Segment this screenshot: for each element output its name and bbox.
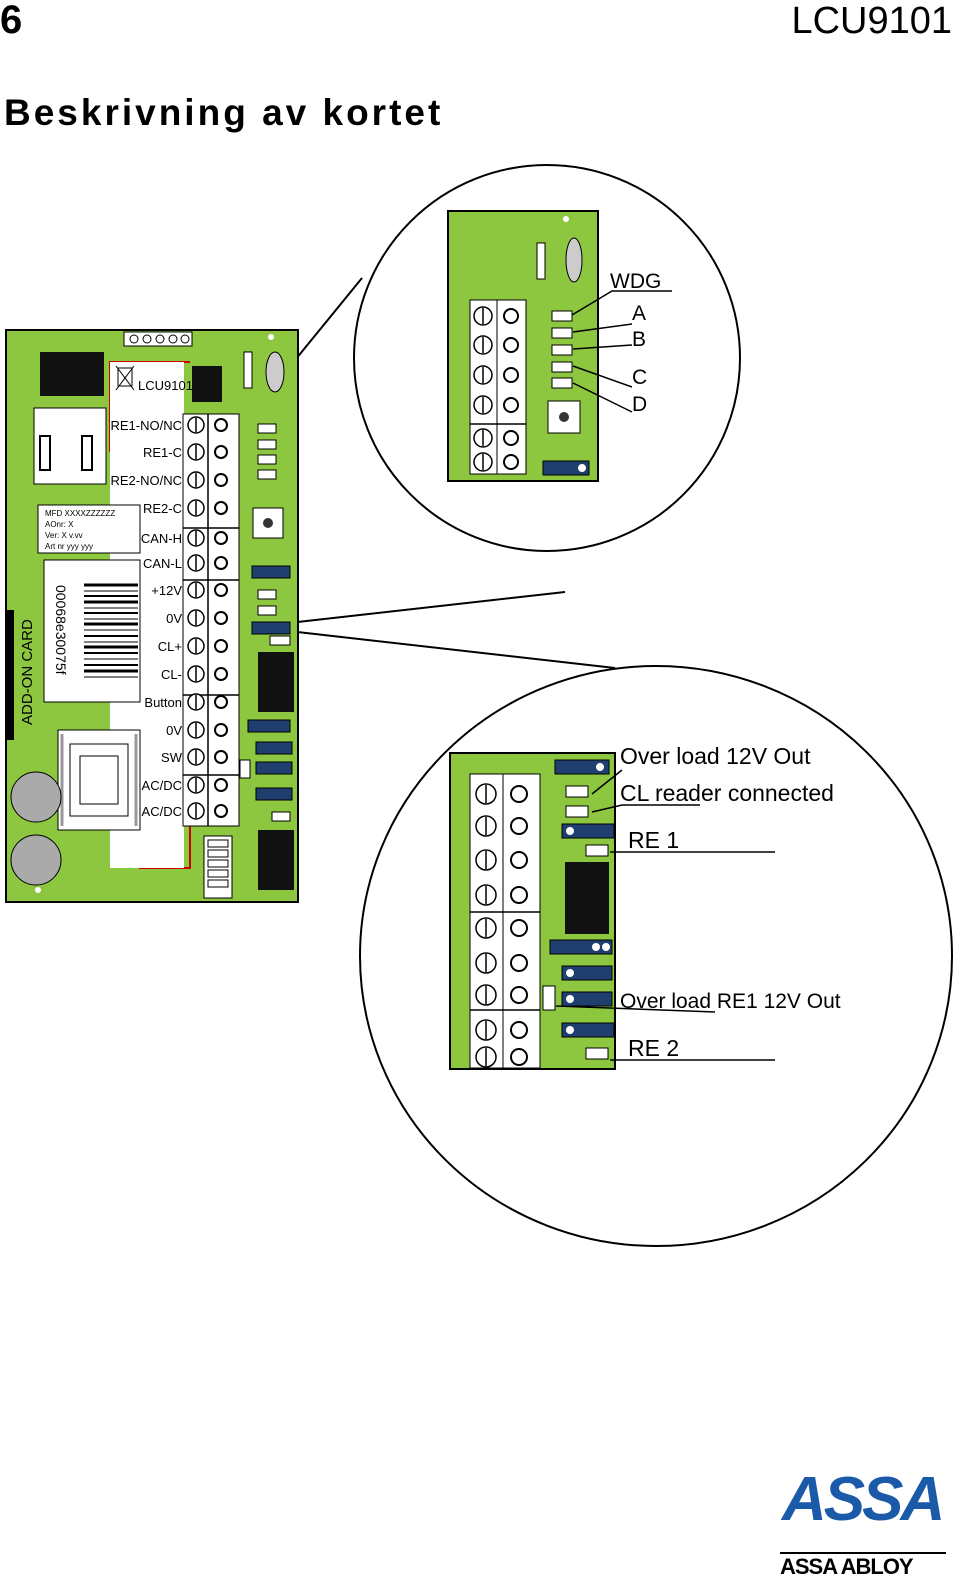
main-board: LCU9101 ADD-ON CARD 00068e30075f MFD XXX…: [5, 329, 299, 903]
wire-hole: [510, 919, 528, 937]
info-line-4: Art nr yyy yyy: [45, 542, 93, 551]
wire-hole: [214, 723, 228, 737]
wire-hole: [214, 531, 228, 545]
wire-hole: [510, 1048, 528, 1066]
label-cl-reader: CL reader connected: [620, 780, 834, 806]
callout-line-mid-a: [261, 591, 566, 627]
terminal-label: RE1-C: [143, 445, 182, 460]
terminal-label: AC/DC: [142, 804, 182, 819]
wire-hole: [214, 556, 228, 570]
callout-line-mid-b: [261, 627, 616, 669]
terminal-label: 0V: [166, 611, 182, 626]
jumper-wdg: [251, 565, 291, 579]
logo-divider: [780, 1552, 946, 1554]
label-d: D: [632, 393, 647, 416]
capacitor-2: [10, 834, 62, 886]
wire-hole: [214, 583, 228, 597]
terminal-label: CL-: [161, 667, 182, 682]
wire-hole: [214, 667, 228, 681]
wire-hole: [510, 785, 528, 803]
label-re2: RE 2: [628, 1035, 679, 1061]
terminal-label: AC/DC: [142, 778, 182, 793]
wire-hole: [214, 804, 228, 818]
logo-sub-text: ASSA ABLOY: [780, 1554, 914, 1579]
wire-hole: [510, 1021, 528, 1039]
label-b: B: [632, 328, 646, 351]
label-overload-re1: Over load RE1 12V Out: [620, 990, 841, 1013]
wire-hole: [503, 430, 519, 446]
label-wdg: WDG: [610, 270, 661, 293]
wire-hole: [510, 817, 528, 835]
wire-hole: [214, 778, 228, 792]
wire-hole: [214, 750, 228, 764]
callout-circle-bottom: [359, 665, 953, 1247]
wire-hole: [214, 473, 228, 487]
model-title: LCU9101: [791, 0, 952, 42]
label-a: A: [632, 302, 646, 325]
capacitor-1: [10, 771, 62, 823]
wire-hole: [214, 695, 228, 709]
top-zoom-board: WDG A B C D: [447, 210, 672, 482]
terminal-label: Button: [144, 695, 182, 710]
info-line-1: MFD XXXXZZZZZZ: [45, 509, 115, 518]
info-line-3: Ver: X v.vv: [45, 531, 83, 540]
label-c: C: [632, 366, 647, 389]
wire-hole: [214, 418, 228, 432]
terminal-label: CAN-L: [143, 556, 182, 571]
label-overload-12v: Over load 12V Out: [620, 743, 811, 769]
label-re1: RE 1: [628, 827, 679, 853]
terminal-label: SW: [161, 750, 183, 765]
terminal-label: RE2-NO/NC: [110, 473, 182, 488]
wire-hole: [510, 851, 528, 869]
terminal-label: CAN-H: [141, 531, 182, 546]
wire-hole: [214, 501, 228, 515]
wire-hole: [503, 337, 519, 353]
wire-hole: [503, 308, 519, 324]
wire-hole: [503, 454, 519, 470]
section-heading: Beskrivning av kortet: [4, 92, 444, 133]
bottom-zoom-screws: [475, 783, 528, 1068]
wire-hole: [503, 397, 519, 413]
logo-main-text: ASSA: [782, 1465, 945, 1534]
wire-hole: [214, 611, 228, 625]
assa-abloy-logo: ASSA ASSA ABLOY: [780, 1465, 950, 1582]
add-on-card-label: ADD-ON CARD: [19, 619, 36, 725]
top-zoom-screws: [473, 306, 519, 472]
page-number: 6: [0, 0, 23, 42]
board-model-label: LCU9101: [138, 378, 193, 393]
wire-hole: [214, 639, 228, 653]
terminal-screws: [187, 416, 228, 820]
wire-hole: [214, 445, 228, 459]
terminal-label: CL+: [158, 639, 182, 654]
terminal-label: RE2-C: [143, 501, 182, 516]
wire-hole: [510, 886, 528, 904]
serial-number: 00068e30075f: [53, 585, 69, 675]
terminal-label: +12V: [151, 583, 182, 598]
info-line-2: AOnr: X: [45, 520, 74, 529]
wire-hole: [510, 954, 528, 972]
wire-hole: [510, 986, 528, 1004]
wire-hole: [503, 367, 519, 383]
terminal-label: RE1-NO/NC: [110, 418, 182, 433]
terminal-label: 0V: [166, 723, 182, 738]
bottom-zoom-board: Over load 12V Out CL reader connected RE…: [449, 743, 841, 1070]
terminal-labels: RE1-NO/NC RE1-C RE2-NO/NC RE2-C CAN-H CAN-L +1…: [110, 418, 182, 819]
callout-circle-top: [353, 164, 741, 552]
